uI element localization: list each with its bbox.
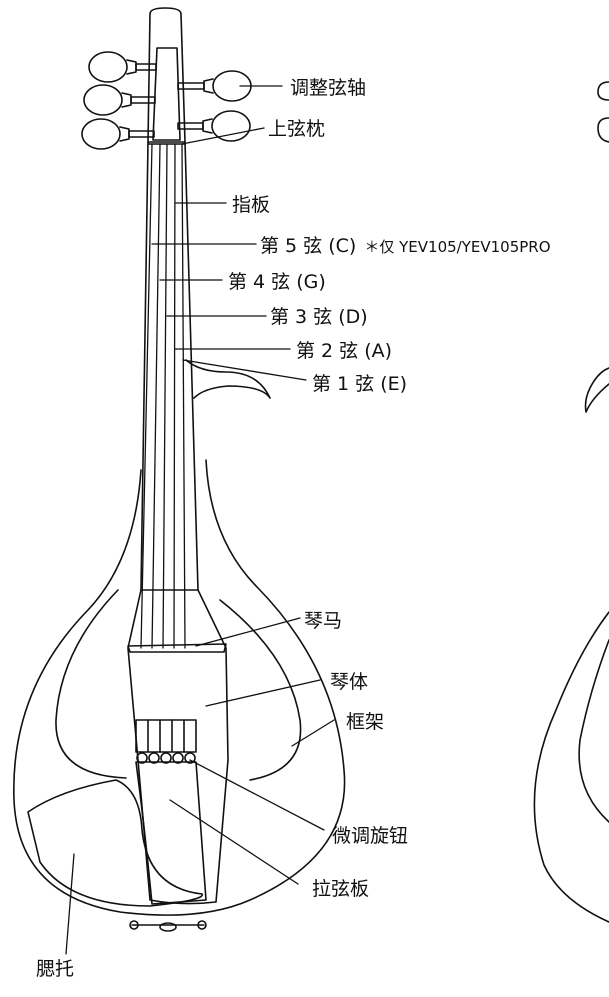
- label-string4: 第 4 弦 (G): [228, 271, 326, 293]
- upper-frame-curl: [185, 359, 271, 399]
- label-string3: 第 3 弦 (D): [270, 306, 368, 328]
- fine-tuners-block: [135, 719, 197, 764]
- label-string5-main: 第 5 弦 (C): [260, 235, 356, 257]
- label-frame: 框架: [346, 711, 384, 733]
- label-string1: 第 1 弦 (E): [312, 373, 407, 395]
- label-bridge: 琴马: [304, 610, 342, 632]
- frame-outer: [13, 459, 346, 916]
- label-tailpiece: 拉弦板: [312, 878, 369, 900]
- tailpiece: [135, 761, 207, 905]
- label-nut: 上弦枕: [268, 118, 325, 140]
- label-fine-tuners: 微调旋钮: [332, 825, 408, 847]
- violin-front: [13, 7, 346, 932]
- strings: [140, 143, 186, 649]
- label-body: 琴体: [330, 671, 368, 693]
- chinrest: [27, 779, 203, 907]
- bridge: [127, 643, 227, 653]
- headstock: [147, 7, 186, 143]
- label-string2: 第 2 弦 (A): [296, 340, 392, 362]
- label-tuning-pegs: 调整弦轴: [290, 77, 366, 99]
- labels: 调整弦轴 上弦枕 指板 第 5 弦 (C) ＊仅 YEV105/YEV105PR…: [36, 77, 551, 980]
- label-chinrest: 腮托: [36, 958, 74, 980]
- label-string5-note: ＊仅 YEV105/YEV105PRO: [364, 238, 550, 256]
- neck: [140, 141, 199, 591]
- body-center: [127, 589, 229, 905]
- violin-side: [533, 81, 609, 923]
- tuning-pegs: [81, 51, 252, 150]
- label-fingerboard: 指板: [232, 194, 270, 216]
- end-button: [129, 920, 207, 932]
- label-string5: 第 5 弦 (C) ＊仅 YEV105/YEV105PRO: [260, 235, 551, 257]
- pegbox: [152, 47, 181, 141]
- leader-lines: [65, 85, 335, 955]
